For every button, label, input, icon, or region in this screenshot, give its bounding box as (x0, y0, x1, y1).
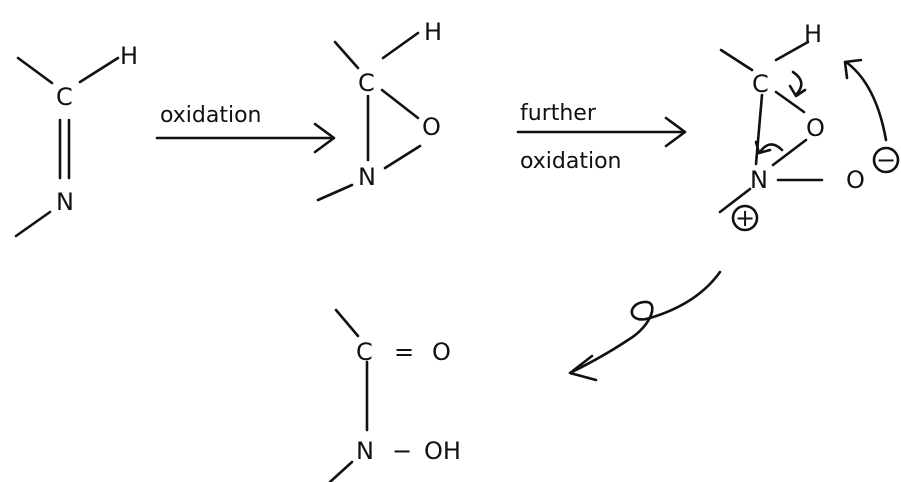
intermediate-n-substituent-bond (718, 187, 752, 214)
oxaziridine-c-h-bond (381, 31, 420, 60)
oxaziridine-n-o-bond (383, 144, 422, 170)
intermediate-hydrogen: H (804, 20, 822, 48)
imine-c-substituent-bond (16, 56, 54, 85)
product-double-bond: = (394, 338, 414, 366)
imine-carbon: C (56, 83, 73, 111)
oxidation-arrow-head (313, 122, 336, 154)
imine-n-substituent-bond (14, 210, 52, 238)
oxidation-label-2: oxidation (520, 149, 622, 174)
oxaziridine-molecule: C H O N (316, 18, 442, 202)
intermediate-n-o-bond (771, 138, 808, 167)
curly-arrow-oxide-attack (844, 60, 888, 142)
further-label: further (520, 101, 597, 126)
intermediate-c-h-bond (774, 40, 810, 62)
intermediate-c-n-bond (754, 93, 764, 166)
product-c-substituent-bond (334, 308, 360, 338)
product-n-o-bond: − (392, 437, 412, 465)
intermediate-oxide-oxygen: O (846, 166, 865, 194)
oxaziridine-hydrogen: H (424, 18, 442, 46)
imine-molecule: C H N (14, 42, 138, 238)
curly-arrow-oxide-head (843, 58, 863, 80)
negative-charge-sign: − (876, 146, 896, 174)
hydroxamic-acid-product: C = O N − OH (328, 308, 461, 482)
intermediate-c-substituent-bond (719, 48, 754, 72)
positive-charge-circle (731, 204, 759, 232)
curly-arrow-ch-bond (791, 70, 803, 97)
oxaziridine-oxygen: O (422, 113, 441, 141)
product-carbon: C (356, 338, 373, 366)
oxidation-label: oxidation (160, 103, 262, 128)
product-nitrogen: N (356, 437, 374, 465)
positive-charge-sign: + (735, 204, 755, 232)
imine-hydrogen: H (120, 42, 138, 70)
product-hydroxyl: OH (424, 437, 461, 465)
further-oxidation-arrow-head (664, 116, 687, 148)
oxaziridine-c-o-bond (380, 88, 420, 120)
intermediate-carbon: C (752, 70, 769, 98)
imine-nitrogen: N (56, 188, 74, 216)
n-oxide-intermediate: C H O N O + − (718, 20, 900, 232)
curly-arrow-no-bond (758, 143, 784, 154)
oxaziridine-carbon: C (358, 69, 375, 97)
oxaziridine-c-substituent-bond (333, 40, 360, 70)
intermediate-nitrogen: N (750, 166, 768, 194)
curly-arrow-ch-head (788, 84, 807, 98)
oxaziridine-n-substituent-bond (316, 183, 354, 202)
oxidation-arrow: oxidation (155, 103, 336, 154)
negative-charge-circle (872, 146, 900, 174)
oxaziridine-nitrogen: N (358, 163, 376, 191)
rearrangement-arrow-shaft (570, 270, 722, 374)
intermediate-oxygen: O (806, 114, 825, 142)
rearrangement-arrow (568, 270, 722, 382)
further-oxidation-arrow: further oxidation (516, 101, 687, 174)
imine-c-h-bond (78, 56, 120, 84)
product-n-substituent-bond (328, 460, 354, 482)
rearrangement-arrow-head (568, 354, 598, 382)
curly-arrow-no-head (754, 140, 772, 155)
product-oxygen: O (432, 338, 451, 366)
intermediate-c-o-bond (774, 90, 806, 114)
